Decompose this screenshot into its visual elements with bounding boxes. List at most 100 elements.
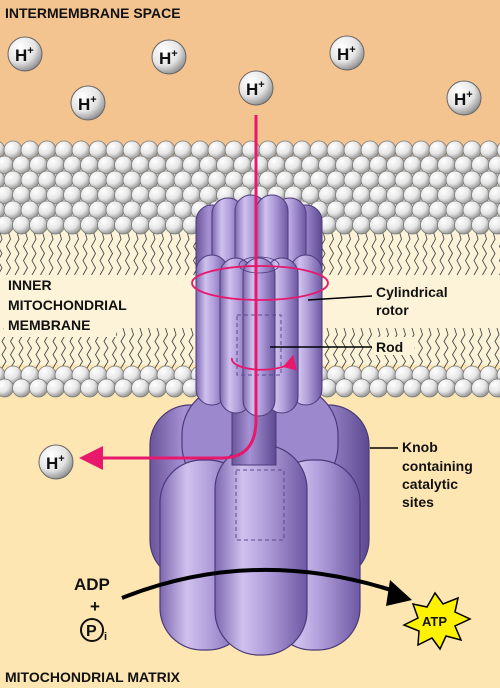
h-ion-label-6: H+ <box>454 89 473 109</box>
rotor-label-line-1: Cylindrical <box>376 284 448 300</box>
lipid-tail <box>158 231 165 276</box>
lipid-head <box>131 378 150 398</box>
atp-burst <box>402 591 472 651</box>
lipid-tail <box>366 327 373 369</box>
lipid-tail <box>320 231 326 276</box>
lipid-head <box>454 378 473 398</box>
h-ion-label-1: H+ <box>15 45 34 65</box>
lipid-tail <box>460 327 466 369</box>
h-ion-label-2: H+ <box>159 48 178 68</box>
rod-rotation-ring <box>231 354 297 371</box>
phosphate-subscript: i <box>104 631 107 643</box>
lipid-tail <box>22 231 29 276</box>
rotor-label-line-2: rotor <box>376 302 409 318</box>
lipid-head <box>437 215 456 235</box>
lipid-tail <box>90 231 97 276</box>
lipid-head <box>97 378 116 398</box>
lipid-tail <box>337 231 343 276</box>
lipid-head <box>80 378 99 398</box>
lipid-tail <box>175 231 182 276</box>
rod <box>236 314 282 376</box>
lipid-tail <box>464 231 471 276</box>
lipid-head <box>0 378 14 398</box>
lipid-tail <box>39 231 46 276</box>
lipid-head <box>420 215 439 235</box>
h-ion-6 <box>446 80 482 116</box>
lipid-tail <box>65 231 71 276</box>
lipid-head <box>80 215 99 235</box>
phosphate-symbol: P <box>86 623 97 640</box>
reaction-arrowhead <box>386 580 412 606</box>
lipid-head <box>29 215 48 235</box>
lipid-head <box>369 378 388 398</box>
lipid-tail <box>184 231 190 276</box>
lipid-tail <box>447 231 454 276</box>
lipid-head <box>97 215 116 235</box>
rotor-rotation-ring <box>191 265 329 301</box>
lipid-tail <box>396 231 403 276</box>
lipid-tail <box>405 231 411 276</box>
lipid-head <box>496 202 500 218</box>
membrane-label-line-2: MITOCHONDRIAL <box>8 297 127 313</box>
lipid-tail <box>494 327 500 369</box>
lipid-head <box>114 378 133 398</box>
lipid-tail <box>48 231 54 276</box>
lipid-tail <box>188 327 194 369</box>
lipid-tail <box>128 327 135 369</box>
lipid-tail <box>162 327 169 369</box>
lipid-tail <box>354 231 360 276</box>
plus-sign: + <box>90 597 100 616</box>
lipid-tail <box>422 231 428 276</box>
rotor-leader-line <box>307 295 373 301</box>
knob-label-line-4: sites <box>402 494 434 510</box>
lipid-tail <box>473 231 479 276</box>
lipid-head <box>369 215 388 235</box>
lipid-head <box>63 215 82 235</box>
lipid-tail <box>451 327 458 369</box>
lipid-tail <box>349 327 356 369</box>
lipid-tail <box>82 231 88 276</box>
lipid-tail <box>154 327 160 369</box>
lipid-tail <box>150 231 156 276</box>
h-ion-label-7: H+ <box>46 453 65 473</box>
lipid-tail <box>358 327 364 369</box>
lipid-tail <box>120 327 126 369</box>
h-ion-5 <box>238 70 274 106</box>
lipid-tail <box>14 231 20 276</box>
lipid-tail <box>56 231 63 276</box>
lipid-head <box>454 215 473 235</box>
lipid-tail <box>456 231 462 276</box>
lipid-tail <box>99 231 105 276</box>
h-ion-7 <box>38 444 74 480</box>
lipid-head <box>496 367 500 383</box>
h-ion-2 <box>151 39 187 75</box>
lipid-tail <box>141 231 148 276</box>
knob-label-line-3: catalytic <box>402 476 458 492</box>
lipid-tail <box>485 327 492 369</box>
lipid-head <box>148 378 167 398</box>
lipid-head <box>165 215 184 235</box>
lipid-tail <box>413 231 420 276</box>
lipid-tail <box>5 231 12 276</box>
reaction-arrow <box>121 567 398 600</box>
lipid-head <box>29 378 48 398</box>
lipid-head <box>488 185 500 205</box>
h-ion-label-4: H+ <box>78 94 97 114</box>
h-ion-label-5: H+ <box>246 79 265 99</box>
lipid-tail <box>324 327 330 369</box>
lipid-head <box>165 378 184 398</box>
membrane-label-line-3: MEMBRANE <box>8 317 90 333</box>
lipid-tail <box>443 327 449 369</box>
lipid-head <box>12 215 31 235</box>
lipid-head <box>386 378 405 398</box>
membrane-label-bg <box>4 275 116 337</box>
mitochondrial-matrix-label: MITOCHONDRIAL MATRIX <box>5 669 181 685</box>
intermembrane-space-label: INTERMEMBRANE SPACE <box>5 5 181 21</box>
lipid-head <box>335 378 354 398</box>
lipid-tail <box>179 327 186 369</box>
lipid-tail <box>332 327 339 369</box>
phosphate-circle <box>80 618 104 642</box>
lipid-tail <box>430 231 437 276</box>
lipid-head <box>471 215 490 235</box>
